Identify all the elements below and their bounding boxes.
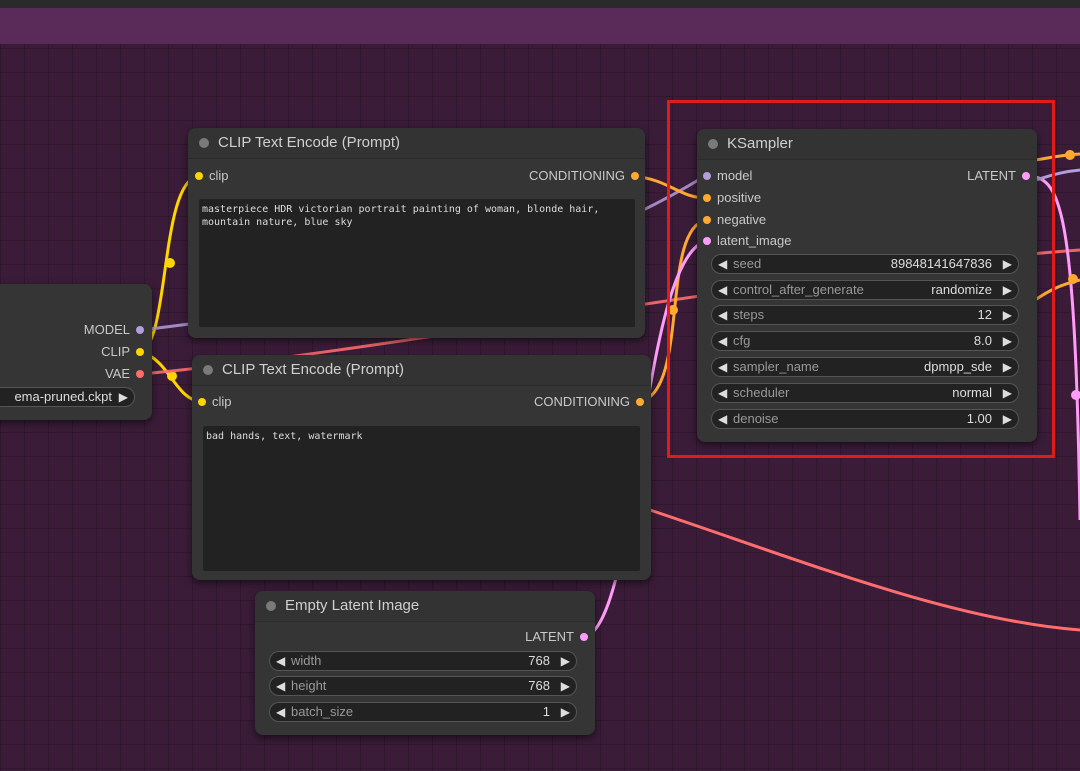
arrow-left-icon[interactable]: ◀: [276, 679, 286, 693]
arrow-right-icon[interactable]: ▶: [1002, 360, 1012, 374]
clip-text-encode-negative-node[interactable]: CLIP Text Encode (Prompt) clip CONDITION…: [192, 355, 651, 580]
model-output-dot[interactable]: [136, 326, 144, 334]
collapse-dot-icon[interactable]: [708, 139, 718, 149]
clip-text-encode-positive-node[interactable]: CLIP Text Encode (Prompt) clip CONDITION…: [188, 128, 645, 338]
ksampler-node[interactable]: KSampler model positive negative latent_…: [697, 129, 1037, 442]
clip-input[interactable]: clip: [198, 393, 232, 411]
arrow-left-icon[interactable]: ◀: [718, 308, 728, 322]
group-header-band: [0, 8, 1080, 44]
cfg-widget[interactable]: ◀ cfg 8.0 ▶: [711, 331, 1019, 351]
collapse-dot-icon[interactable]: [203, 365, 213, 375]
arrow-left-icon[interactable]: ◀: [276, 705, 286, 719]
vae-output[interactable]: VAE: [105, 365, 144, 383]
model-input-dot[interactable]: [703, 172, 711, 180]
conditioning-output-dot[interactable]: [636, 398, 644, 406]
scheduler-widget[interactable]: ◀ scheduler normal ▶: [711, 383, 1019, 403]
empty-latent-image-node[interactable]: Empty Latent Image LATENT ◀ width 768 ▶ …: [255, 591, 595, 735]
seed-widget[interactable]: ◀ seed 89848141647836 ▶: [711, 254, 1019, 274]
ckpt-name-widget[interactable]: ema-pruned.ckpt ▶: [0, 387, 135, 407]
latent-image-input-dot[interactable]: [703, 237, 711, 245]
positive-input[interactable]: positive: [703, 189, 761, 207]
arrow-right-icon[interactable]: ▶: [118, 390, 128, 404]
width-widget[interactable]: ◀ width 768 ▶: [269, 651, 577, 671]
sampler-name-widget[interactable]: ◀ sampler_name dpmpp_sde ▶: [711, 357, 1019, 377]
node-title[interactable]: KSampler: [697, 129, 1037, 160]
model-input[interactable]: model: [703, 167, 752, 185]
conditioning-output-dot[interactable]: [631, 172, 639, 180]
arrow-right-icon[interactable]: ▶: [560, 679, 570, 693]
negative-input[interactable]: negative: [703, 211, 766, 229]
arrow-left-icon[interactable]: ◀: [718, 360, 728, 374]
prompt-textarea[interactable]: masterpiece HDR victorian portrait paint…: [199, 199, 635, 327]
negative-input-dot[interactable]: [703, 216, 711, 224]
arrow-right-icon[interactable]: ▶: [560, 654, 570, 668]
latent-output-dot[interactable]: [580, 633, 588, 641]
arrow-left-icon[interactable]: ◀: [718, 257, 728, 271]
batch-size-widget[interactable]: ◀ batch_size 1 ▶: [269, 702, 577, 722]
positive-input-dot[interactable]: [703, 194, 711, 202]
latent-output[interactable]: LATENT: [525, 628, 588, 646]
control-after-generate-widget[interactable]: ◀ control_after_generate randomize ▶: [711, 280, 1019, 300]
arrow-left-icon[interactable]: ◀: [276, 654, 286, 668]
arrow-right-icon[interactable]: ▶: [1002, 283, 1012, 297]
clip-input-dot[interactable]: [198, 398, 206, 406]
clip-input[interactable]: clip: [195, 167, 229, 185]
arrow-right-icon[interactable]: ▶: [560, 705, 570, 719]
top-bar: [0, 0, 1080, 8]
node-title[interactable]: CLIP Text Encode (Prompt): [188, 128, 645, 159]
denoise-widget[interactable]: ◀ denoise 1.00 ▶: [711, 409, 1019, 429]
height-widget[interactable]: ◀ height 768 ▶: [269, 676, 577, 696]
arrow-right-icon[interactable]: ▶: [1002, 386, 1012, 400]
arrow-right-icon[interactable]: ▶: [1002, 412, 1012, 426]
steps-widget[interactable]: ◀ steps 12 ▶: [711, 305, 1019, 325]
arrow-right-icon[interactable]: ▶: [1002, 308, 1012, 322]
checkpoint-loader-node[interactable]: MODEL CLIP VAE ema-pruned.ckpt ▶: [0, 284, 152, 420]
arrow-left-icon[interactable]: ◀: [718, 386, 728, 400]
collapse-dot-icon[interactable]: [266, 601, 276, 611]
vae-output-dot[interactable]: [136, 370, 144, 378]
latent-output[interactable]: LATENT: [967, 167, 1030, 185]
clip-input-dot[interactable]: [195, 172, 203, 180]
ckpt-name-value: ema-pruned.ckpt: [14, 389, 112, 404]
arrow-left-icon[interactable]: ◀: [718, 412, 728, 426]
arrow-right-icon[interactable]: ▶: [1002, 334, 1012, 348]
conditioning-output[interactable]: CONDITIONING: [529, 167, 639, 185]
arrow-left-icon[interactable]: ◀: [718, 283, 728, 297]
selection-highlight-box: [667, 100, 1055, 458]
prompt-textarea[interactable]: bad hands, text, watermark: [203, 426, 640, 571]
arrow-left-icon[interactable]: ◀: [718, 334, 728, 348]
latent-output-dot[interactable]: [1022, 172, 1030, 180]
node-title[interactable]: CLIP Text Encode (Prompt): [192, 355, 651, 386]
latent-image-input[interactable]: latent_image: [703, 232, 791, 250]
arrow-right-icon[interactable]: ▶: [1002, 257, 1012, 271]
collapse-dot-icon[interactable]: [199, 138, 209, 148]
model-output[interactable]: MODEL: [84, 321, 144, 339]
node-title[interactable]: Empty Latent Image: [255, 591, 595, 622]
conditioning-output[interactable]: CONDITIONING: [534, 393, 644, 411]
clip-output-dot[interactable]: [136, 348, 144, 356]
clip-output[interactable]: CLIP: [101, 343, 144, 361]
